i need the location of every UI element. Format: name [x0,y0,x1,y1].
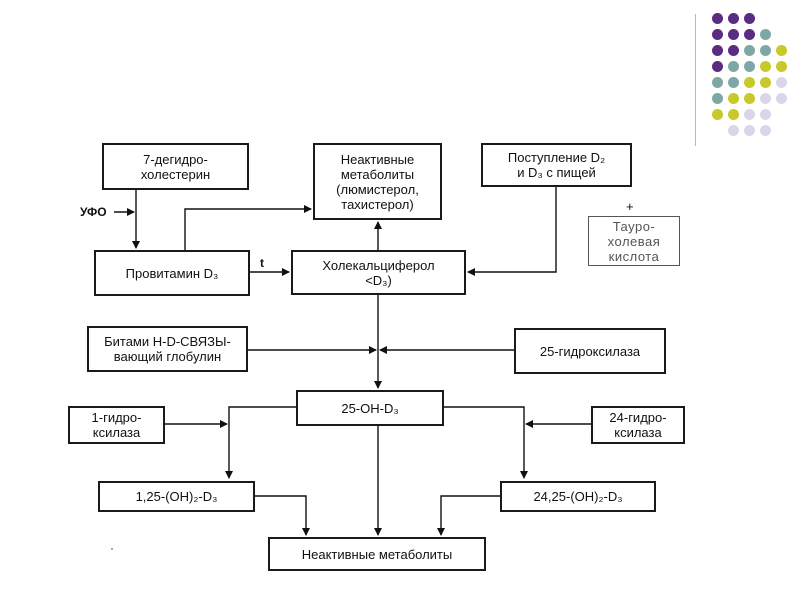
divider-line [695,14,696,146]
dot [712,109,723,120]
dot [728,29,739,40]
dot [744,93,755,104]
box-25-hydroxylase: 25-гидроксилаза [514,328,666,374]
dot [712,29,723,40]
box-inactive-metabolites-bottom: Неактивные метаболиты [268,537,486,571]
dot [744,29,755,40]
box-24-25-oh2-d3: 24,25-(OH)₂-D₃ [500,481,656,512]
dot [728,45,739,56]
dot [728,93,739,104]
plus-sign: + [626,199,634,214]
dot [712,61,723,72]
dot [728,125,739,136]
box-taurocholic-acid: Тауро- холевая кислота [588,216,680,266]
dot [712,77,723,88]
dot [760,125,771,136]
dot [712,45,723,56]
dot [776,93,787,104]
box-24-hydroxylase: 24-гидро- ксилаза [591,406,685,444]
box-provitamin-d3: Провитамин D₃ [94,250,250,296]
t-label: t [260,256,264,270]
dot [776,45,787,56]
box-dietary-intake: Поступление D₂ и D₃ с пищей [481,143,632,187]
box-vitamin-d-binding-globulin: Битами Н-D-СВЯЗЫ- вающий глобулин [87,326,248,372]
dot [744,77,755,88]
box-cholecalciferol: Холекальциферол <D₃) [291,250,466,295]
dot [728,109,739,120]
dot [712,93,723,104]
arrow-d2425-to-inactive [437,495,500,536]
arrow-d125-to-inactive [255,495,310,536]
stray-mark: · [110,541,114,555]
dot [728,77,739,88]
dot [712,13,723,24]
dot [728,61,739,72]
dot [760,93,771,104]
arrow-25oh-to-d2425 [444,406,528,479]
dot [776,77,787,88]
arrow-25oh-to-d125 [225,406,296,479]
dot [760,109,771,120]
dot [760,61,771,72]
box-7-dehydrocholesterol: 7-дегидро- холестерин [102,143,249,190]
dot [744,61,755,72]
dot [728,13,739,24]
dot [744,45,755,56]
dot [744,125,755,136]
box-inactive-metabolites-top: Неактивные метаболиты (люмистерол, тахис… [313,143,442,220]
dot [744,109,755,120]
dot [760,77,771,88]
dot [760,29,771,40]
box-1-hydroxylase: 1-гидро- ксилаза [68,406,165,444]
dot [776,61,787,72]
arrow-provitamin-to-inactive [184,205,312,250]
arrow-intake-to-cholecalciferol [467,186,557,276]
dot [744,13,755,24]
ufo-label: УФО [80,205,107,219]
box-25-oh-d3: 25-OH-D₃ [296,390,444,426]
dot [760,45,771,56]
box-1-25-oh2-d3: 1,25-(OH)₂-D₃ [98,481,255,512]
